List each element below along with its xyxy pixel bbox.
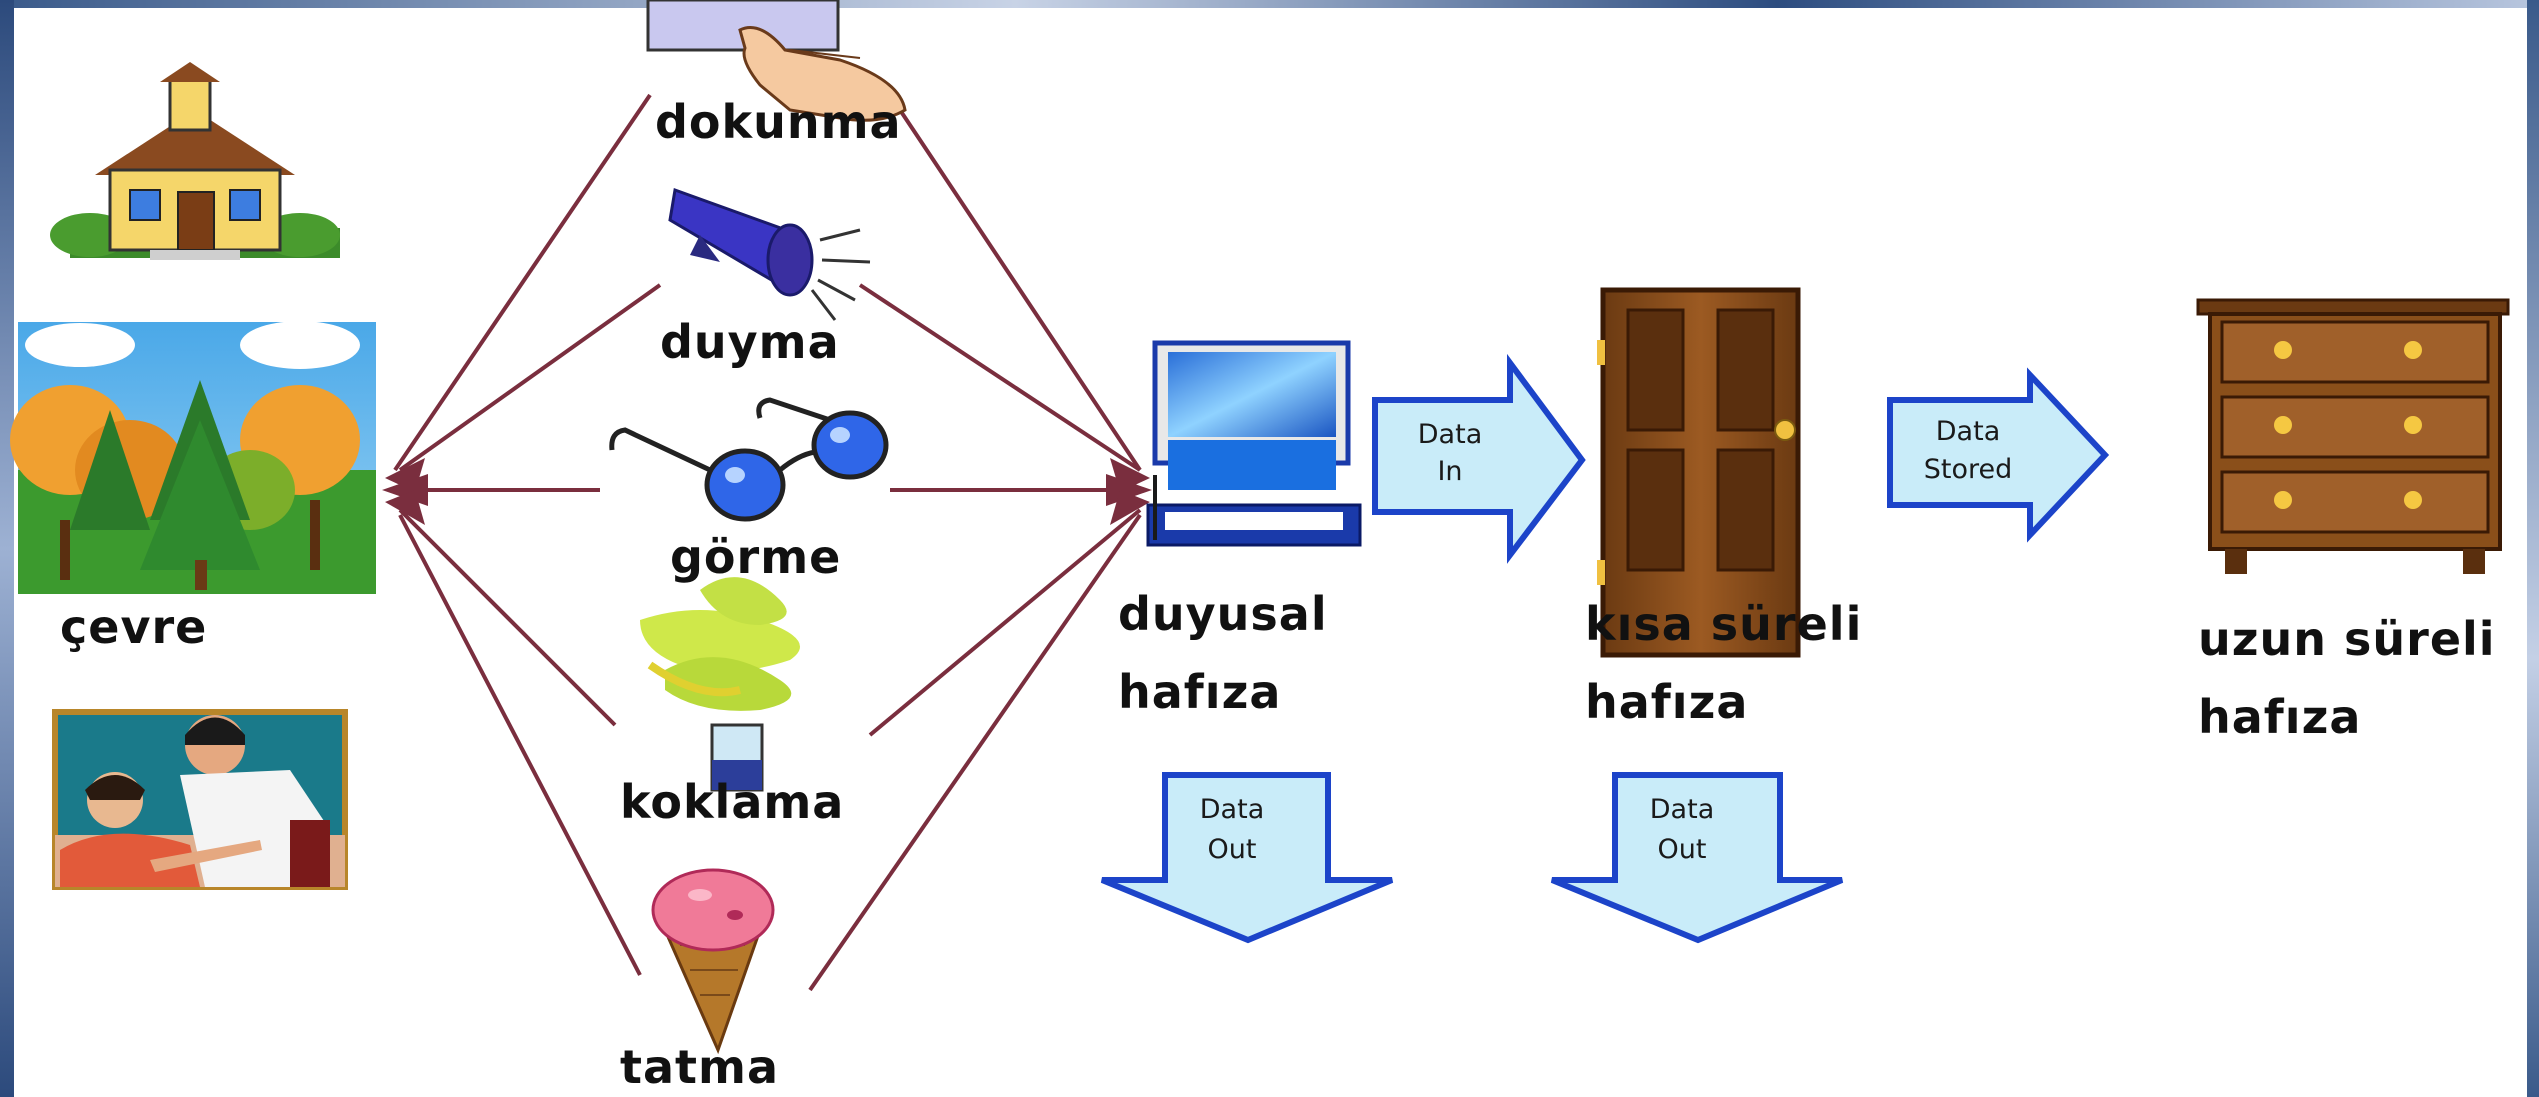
long-term-memory-line2: hafıza — [2198, 690, 2362, 744]
short-term-memory-line1: kısa süreli — [1585, 597, 1863, 651]
school-house-icon — [50, 62, 340, 260]
forest-landscape-icon — [10, 321, 376, 594]
sense-label-smell: koklama — [620, 775, 845, 829]
data-stored-label-1: Data — [1936, 416, 2000, 447]
data-out-1-label-1: Data — [1200, 794, 1264, 825]
data-in-label-1: Data — [1418, 419, 1482, 450]
teacher-student-icon — [52, 709, 348, 890]
data-out-arrow-2: Data Out — [1550, 772, 1844, 944]
connector-taste-sensory — [808, 513, 1142, 992]
long-term-memory-label: uzun süreli hafıza — [2198, 600, 2496, 756]
data-stored-label-2: Stored — [1924, 454, 2013, 485]
data-out-arrow-1: Data Out — [1100, 772, 1394, 944]
connector-smell-sensory — [868, 508, 1142, 737]
frame-edge-right — [2527, 0, 2539, 1097]
sense-label-touch: dokunma — [655, 95, 902, 149]
sense-connectors — [393, 93, 1142, 992]
connector-smell-env — [398, 508, 617, 727]
data-in-label-2: In — [1437, 456, 1462, 487]
data-in-arrow: Data In — [1372, 353, 1586, 564]
frame-edge-left — [0, 0, 14, 1097]
aroma-cup-icon — [640, 577, 800, 792]
connector-hearing-env — [398, 283, 662, 472]
frame-edge-top — [0, 0, 2539, 8]
data-out-2-label-1: Data — [1650, 794, 1714, 825]
sense-label-sight: görme — [670, 530, 842, 584]
connector-hearing-sensory — [858, 283, 1142, 472]
short-term-memory-line2: hafıza — [1585, 675, 1749, 729]
megaphone-icon — [668, 187, 871, 321]
connector-touch-env — [393, 93, 652, 472]
data-out-1-label-2: Out — [1208, 834, 1257, 865]
data-stored-arrow: Data Stored — [1887, 367, 2110, 543]
connector-taste-env — [398, 514, 642, 976]
sensory-memory-line2: hafıza — [1118, 665, 1282, 719]
sense-label-taste: tatma — [620, 1040, 779, 1094]
eyeglasses-icon — [609, 397, 889, 522]
environment-label: çevre — [60, 600, 208, 654]
dresser-icon — [2196, 298, 2510, 574]
sense-label-hearing: duyma — [660, 315, 840, 369]
long-term-memory-line1: uzun süreli — [2198, 612, 2496, 666]
pointing-hand-icon — [646, 0, 907, 122]
connector-arrowheads — [382, 458, 1152, 525]
sensory-memory-line1: duyusal — [1118, 587, 1328, 641]
arrowhead-sensory-3 — [1110, 490, 1150, 525]
arrowhead-env-3 — [385, 490, 425, 525]
sensory-memory-label: duyusal hafıza — [1118, 575, 1328, 731]
computer-icon — [1146, 340, 1362, 547]
connector-touch-sensory — [888, 93, 1142, 472]
data-out-2-label-2: Out — [1658, 834, 1707, 865]
door-icon — [1597, 287, 1801, 658]
short-term-memory-label: kısa süreli hafıza — [1585, 585, 1862, 741]
arrowhead-sensory-2 — [1106, 474, 1152, 506]
ice-cream-cone-icon — [651, 868, 775, 1055]
